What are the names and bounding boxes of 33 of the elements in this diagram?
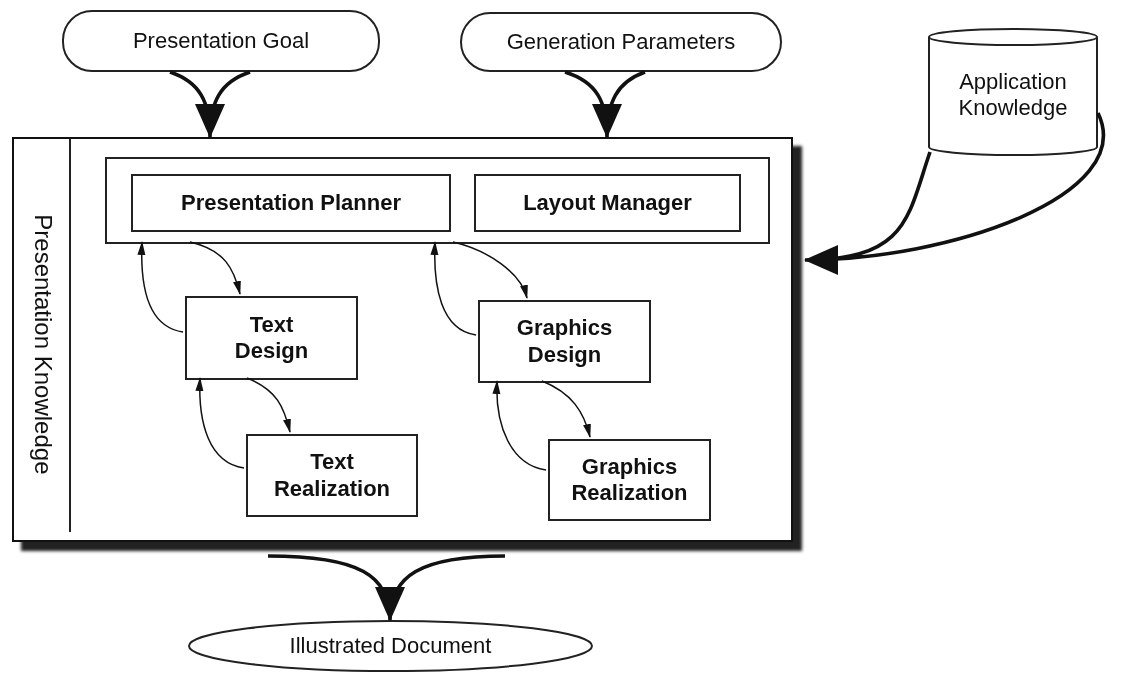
node-label: Text Design [233, 311, 310, 365]
rounded-box [62, 10, 380, 72]
process-box [131, 174, 451, 232]
process-box [478, 300, 651, 383]
arrow [541, 380, 591, 438]
node-label: Presentation Planner [180, 189, 402, 217]
arrow [137, 241, 184, 333]
process-box [474, 174, 741, 232]
system-frame [12, 137, 793, 542]
arrow [492, 380, 547, 471]
node-label: Illustrated Document [289, 632, 492, 660]
arrow [452, 241, 528, 299]
process-box [185, 296, 358, 380]
arrow [563, 70, 647, 139]
arrow [189, 241, 241, 295]
arrow [803, 111, 1106, 274]
rounded-box [460, 12, 782, 72]
node-label: Application Knowledge [957, 67, 1069, 122]
node-label: Graphics Design [515, 315, 614, 368]
process-box [246, 434, 418, 517]
vertical-label: Presentation Knowledge [28, 212, 57, 476]
arrow [430, 241, 477, 336]
node-label: Generation Parameters [506, 28, 736, 56]
arrow [195, 377, 245, 469]
node-label: Text Realization [272, 449, 392, 502]
node-label: Graphics Realization [570, 453, 689, 507]
arrow [246, 377, 291, 433]
process-box [548, 439, 711, 521]
node-label: Presentation Goal [132, 27, 310, 55]
node-label: Layout Manager [523, 189, 692, 217]
group-box [105, 157, 770, 244]
arrow [266, 554, 507, 622]
arrow [168, 70, 252, 139]
